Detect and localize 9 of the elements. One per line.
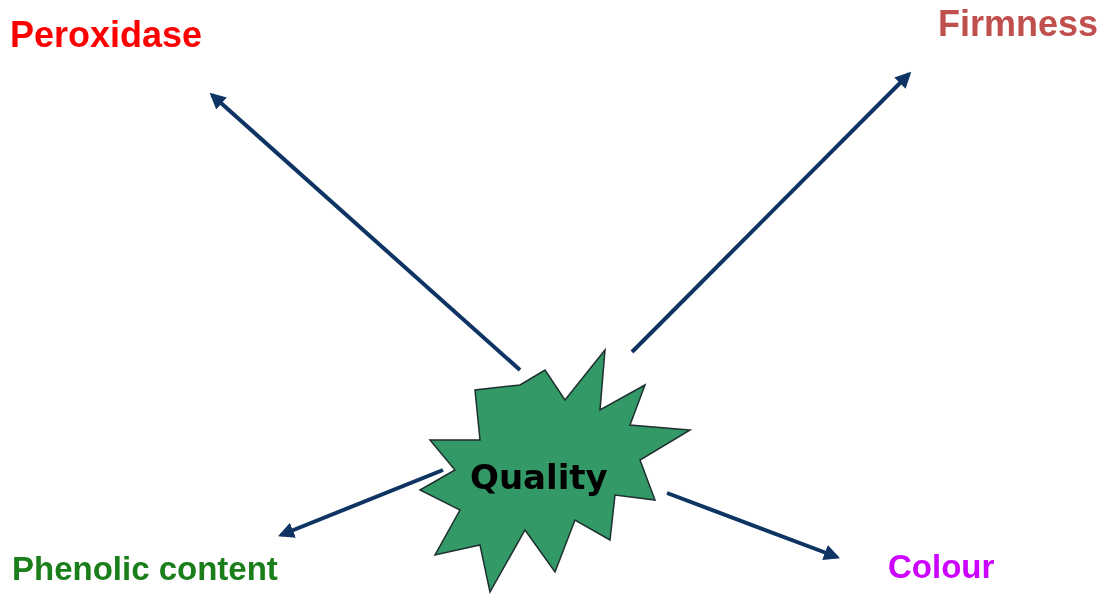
arrow	[666, 491, 840, 560]
node-label: Phenolic content	[12, 550, 278, 588]
node-label: Peroxidase	[10, 14, 203, 56]
arrow	[278, 468, 444, 538]
arrow	[209, 92, 522, 372]
node-label: Quality	[470, 457, 608, 497]
node-label: Firmness	[938, 3, 1099, 45]
arrow	[630, 71, 912, 354]
node-label: Colour	[888, 548, 995, 586]
